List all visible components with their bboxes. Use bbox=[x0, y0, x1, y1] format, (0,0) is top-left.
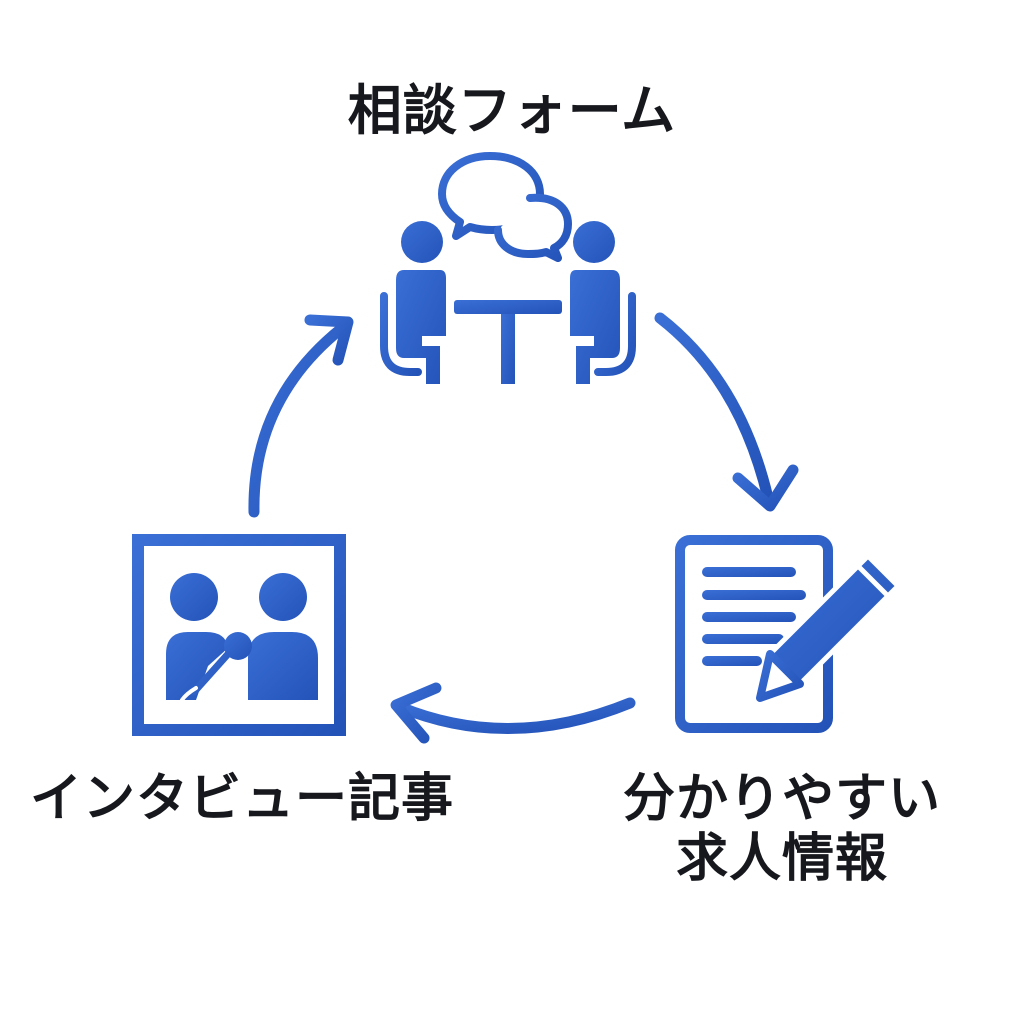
document-pencil-icon bbox=[675, 535, 901, 733]
speech-bubble-icon bbox=[494, 193, 572, 262]
interview-article-label: インタビュー記事 bbox=[30, 769, 455, 829]
text-lines bbox=[702, 567, 806, 666]
interview-frame-icon bbox=[132, 534, 346, 736]
person-icon bbox=[259, 573, 307, 621]
job-info-label-line1: 分かりやすい bbox=[622, 769, 941, 829]
arrow-consult-to-jobinfo bbox=[654, 312, 799, 512]
microphone-icon bbox=[180, 632, 252, 702]
arrow-jobinfo-to-interview bbox=[390, 682, 636, 744]
job-info-label: 分かりやすい 求人情報 bbox=[596, 769, 968, 890]
job-info-label-line2: 求人情報 bbox=[675, 828, 888, 889]
arrow-interview-to-consult bbox=[248, 314, 354, 518]
meeting-consultation-icon bbox=[380, 152, 636, 384]
person-icon bbox=[170, 573, 218, 621]
pencil-icon bbox=[756, 553, 901, 702]
consultation-form-label: 相談フォーム bbox=[347, 79, 677, 142]
